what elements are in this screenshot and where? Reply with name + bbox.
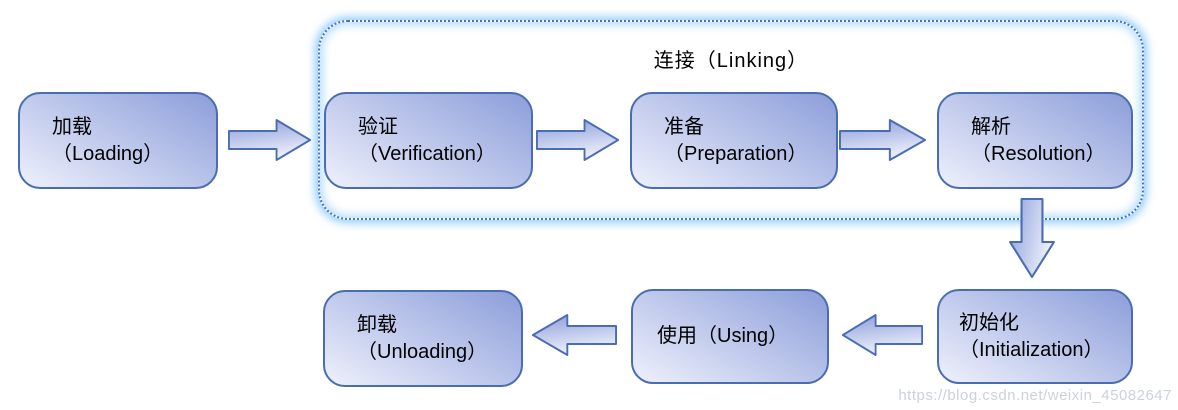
arrow-preparation-to-resolution-icon — [839, 119, 927, 161]
node-loading: 加载 （Loading） — [18, 92, 218, 189]
node-initialization-label-zh: 初始化 — [959, 311, 1019, 334]
node-unloading: 卸载 （Unloading） — [323, 290, 523, 387]
arrow-using-to-unloading-icon — [531, 314, 617, 356]
node-initialization: 初始化 （Initialization） — [937, 289, 1133, 384]
node-using: 使用（Using） — [631, 289, 829, 384]
node-initialization-label-en: （Initialization） — [959, 338, 1104, 361]
node-verification-label-en: （Verification） — [358, 142, 496, 165]
node-preparation-label-zh: 准备 — [664, 115, 704, 138]
node-unloading-label-en: （Unloading） — [357, 340, 488, 363]
watermark-text: https://blog.csdn.net/weixin_45082647 — [898, 387, 1172, 404]
arrow-resolution-to-initialization-icon — [1009, 198, 1055, 278]
node-unloading-label-zh: 卸载 — [357, 313, 397, 336]
node-verification-label-zh: 验证 — [358, 115, 398, 138]
node-preparation-label-en: （Preparation） — [664, 142, 808, 165]
node-resolution: 解析 （Resolution） — [937, 92, 1133, 189]
node-loading-label-zh: 加载 — [52, 115, 92, 138]
arrow-verification-to-preparation-icon — [536, 119, 620, 161]
node-preparation: 准备 （Preparation） — [630, 92, 838, 189]
node-verification: 验证 （Verification） — [324, 92, 533, 189]
node-loading-label-en: （Loading） — [52, 142, 164, 165]
arrow-loading-to-verification-icon — [228, 119, 312, 161]
arrow-initialization-to-using-icon — [841, 314, 923, 356]
node-resolution-label-en: （Resolution） — [971, 142, 1106, 165]
node-resolution-label-zh: 解析 — [971, 115, 1011, 138]
node-using-label: 使用（Using） — [657, 325, 789, 347]
linking-group-label: 连接（Linking） — [653, 50, 809, 72]
